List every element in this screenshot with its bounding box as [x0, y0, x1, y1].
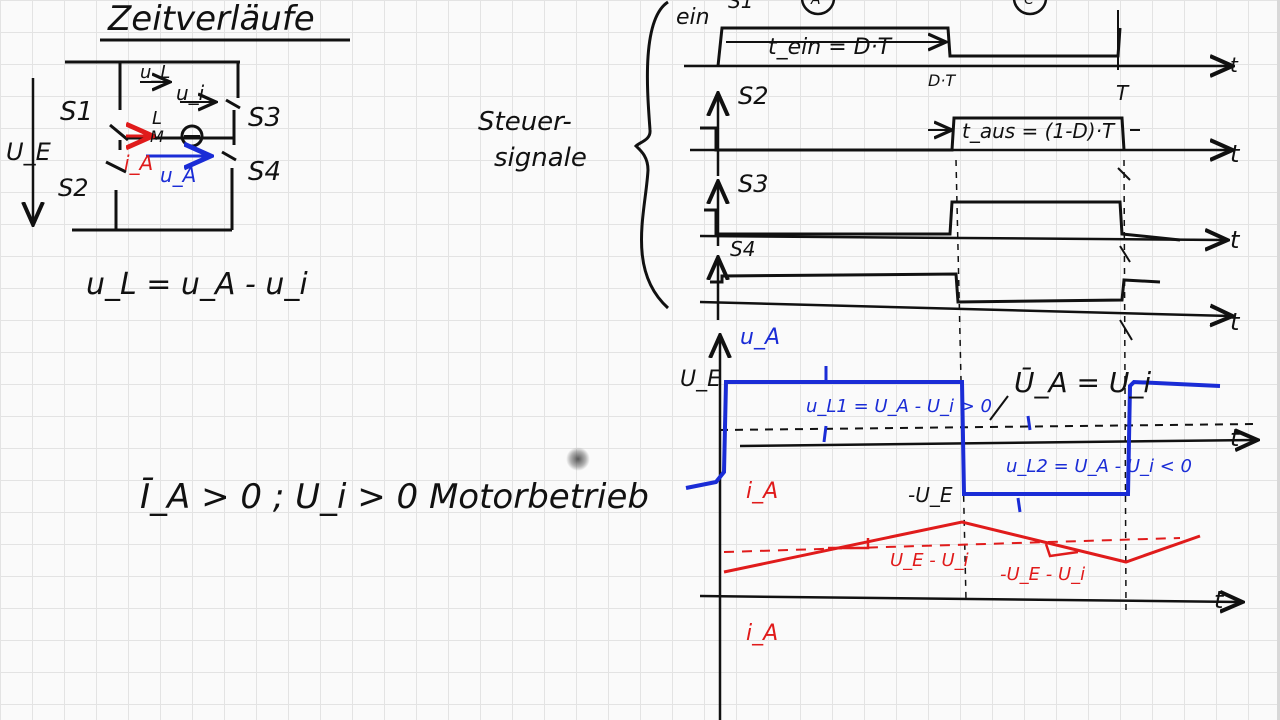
s4-period-marker [1119, 319, 1133, 341]
s3-waveform [704, 200, 1181, 242]
ue-level-label: U_E [680, 367, 721, 392]
lower-ia-label: i_A [746, 621, 778, 646]
control-label-line2: signale [494, 143, 587, 173]
signal-s4 [699, 260, 1230, 341]
circuit-labels: S1 S2 S3 S4 U_E u_L u_i L M i_A u_A u_L … [6, 62, 308, 302]
label-s1: S1 [60, 97, 93, 127]
label-motor: M [150, 127, 164, 146]
control-label-line1: Steuer- [478, 107, 572, 137]
ua-t-label: t [1230, 424, 1241, 452]
label-s2: S2 [58, 174, 89, 202]
ia-t-label: t [1214, 586, 1225, 614]
circled-c-label: C [1024, 0, 1034, 8]
slope-up-label: U_E - U_i [890, 550, 969, 571]
label-inductance: L [152, 108, 162, 129]
t-off-label: t_aus = (1-D)·T [962, 119, 1116, 143]
s3-label: S3 [738, 170, 769, 198]
control-signals-label: Steuer- signale [478, 0, 670, 310]
ua-time-axis [739, 440, 1255, 446]
dt-tick-label: D·T [928, 71, 956, 90]
ua-mean-line [719, 423, 1256, 431]
ia-label: i_A [746, 479, 778, 504]
circuit-equation: u_L = u_A - u_i [86, 267, 308, 302]
ia-mean-line [723, 537, 1181, 553]
pen-cursor [566, 447, 590, 471]
s2-t-label: t [1230, 140, 1241, 168]
page-title: Zeitverläufe [107, 0, 315, 39]
s4-t-label: t [1230, 308, 1241, 336]
label-ua: u_A [160, 163, 196, 187]
s2-label: S2 [738, 82, 769, 110]
label-ui: u_i [176, 81, 205, 105]
ia-time-axis [699, 596, 1240, 602]
s4-waveform [710, 272, 1161, 304]
switch-s2 [105, 160, 127, 174]
label-s4: S4 [248, 157, 281, 187]
ul1-marker-bottom [822, 425, 828, 443]
scrollbar-edge[interactable] [1277, 0, 1280, 720]
armature-current-plot [699, 520, 1240, 602]
title-group: Zeitverläufe [100, 0, 350, 42]
mean-voltage-label: Ū_A = U_i [1014, 365, 1151, 399]
switch-s4 [221, 150, 237, 162]
t-on-label: t_ein = D·T [768, 35, 893, 60]
s4-time-axis [699, 300, 1230, 316]
ul1-positive-label: u_L1 = U_A - U_i > 0 [806, 396, 992, 417]
circle-c [1012, 0, 1048, 16]
signal-s3 [699, 167, 1225, 263]
circle-a [800, 0, 836, 16]
ul2-marker-bottom [1016, 497, 1022, 513]
mean-label-pointer [989, 395, 1009, 421]
ul2-negative-label: u_L2 = U_A - U_i < 0 [1006, 456, 1192, 477]
signal-s1 [684, 0, 1230, 70]
h-bridge-circuit [33, 60, 241, 232]
s1-t-label: t [1230, 53, 1239, 77]
signals-brace [633, 0, 670, 310]
s1-on-label: ein [676, 5, 710, 30]
slope-up-triangle [828, 538, 870, 550]
s4-label: S4 [730, 237, 755, 261]
ul2-marker-top [1026, 415, 1032, 431]
s3-period-marker [1119, 245, 1131, 263]
label-current: i_A [124, 151, 153, 175]
s2-waveform [700, 116, 1126, 152]
t-instant-line [1123, 159, 1127, 611]
s1-label: S1 [728, 0, 753, 13]
armature-voltage-plot [685, 338, 1256, 720]
switch-s3 [225, 98, 241, 110]
label-ul: u_L [140, 62, 170, 83]
slope-down-label: -U_E - U_i [1000, 564, 1085, 585]
operating-condition: Ī_A > 0 ; U_i > 0 Motorbetrieb [140, 477, 649, 517]
slope-down-triangle [1044, 543, 1079, 558]
label-s3: S3 [248, 103, 281, 133]
signal-s2 [690, 96, 1230, 176]
circled-a-label: A [810, 0, 821, 8]
s3-t-label: t [1230, 226, 1241, 254]
minus-ue-level-label: -U_E [908, 483, 953, 507]
label-supply: U_E [6, 138, 52, 166]
s3-time-axis [699, 236, 1225, 240]
ua-y-label: u_A [740, 325, 780, 350]
ua-waveform [685, 379, 1221, 496]
period-tick-label: T [1116, 81, 1130, 105]
